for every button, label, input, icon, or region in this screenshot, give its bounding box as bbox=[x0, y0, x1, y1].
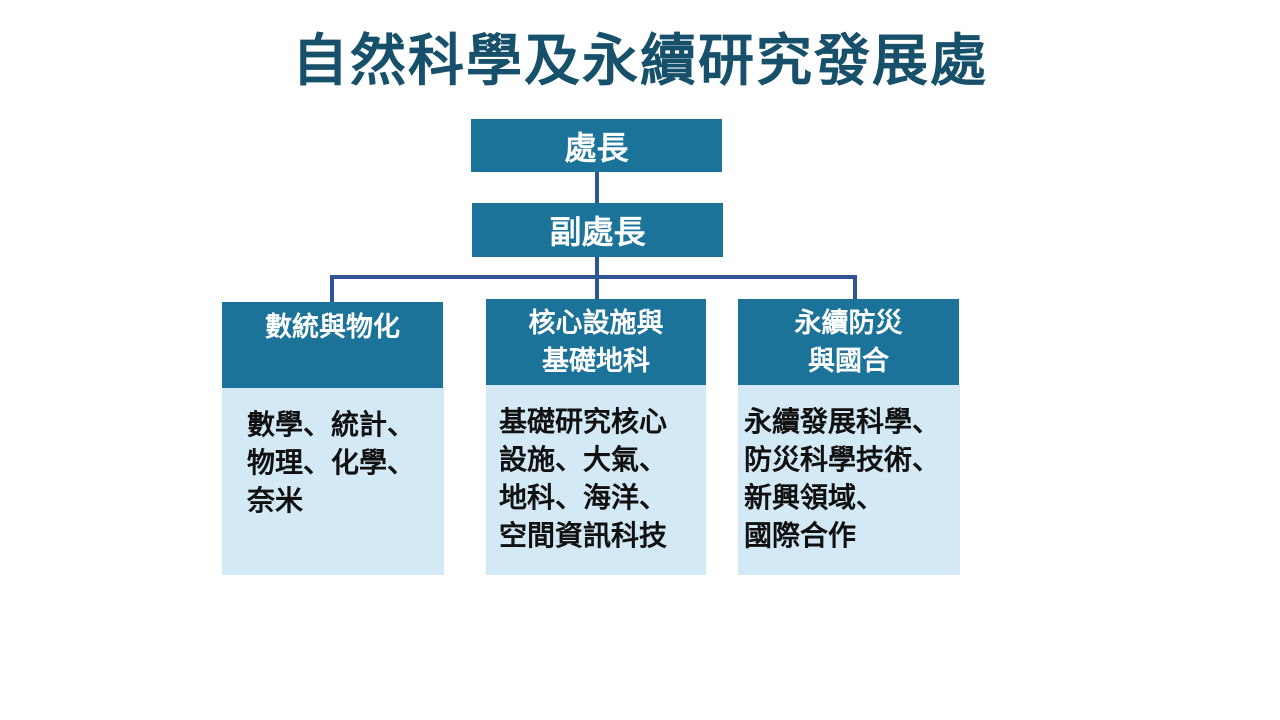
page-title: 自然科學及永續研究發展處 bbox=[292, 29, 988, 92]
scope-line: 設施、大氣、 bbox=[499, 444, 668, 475]
unit-name-line: 基礎地科 bbox=[542, 346, 650, 376]
scope-line: 地科、海洋、 bbox=[499, 482, 668, 513]
director-label: 處長 bbox=[564, 129, 629, 166]
deputy-director-box: 副處長 bbox=[472, 203, 723, 257]
scope-line: 新興領域、 bbox=[744, 482, 885, 513]
unit-header-math-physics: 數統與物化 bbox=[222, 302, 443, 388]
unit-name-line: 與國合 bbox=[808, 346, 889, 376]
scope-line: 空間資訊科技 bbox=[499, 520, 668, 551]
unit-name-line: 數統與物化 bbox=[265, 312, 400, 342]
scope-line: 基礎研究核心 bbox=[499, 406, 668, 437]
connector-unit-3 bbox=[853, 275, 857, 299]
scope-line: 奈米 bbox=[247, 485, 304, 516]
unit-scope-sustainability: 永續發展科學、 防災科學技術、 新興領域、 國際合作 bbox=[738, 385, 960, 575]
director-box: 處長 bbox=[471, 119, 722, 172]
unit-scope-core-facilities: 基礎研究核心 設施、大氣、 地科、海洋、 空間資訊科技 bbox=[486, 385, 706, 575]
connector-director-deputy bbox=[595, 172, 599, 203]
unit-name-line: 核心設施與 bbox=[528, 308, 664, 338]
unit-header-core-facilities: 核心設施與 基礎地科 bbox=[486, 299, 706, 385]
deputy-director-label: 副處長 bbox=[549, 214, 646, 250]
connector-unit-1 bbox=[330, 275, 334, 302]
scope-line: 防災科學技術、 bbox=[744, 444, 941, 475]
scope-line: 永續發展科學、 bbox=[744, 406, 941, 437]
connector-horizontal bbox=[330, 275, 857, 279]
scope-line: 國際合作 bbox=[744, 520, 857, 551]
unit-header-sustainability: 永續防災 與國合 bbox=[738, 299, 959, 385]
unit-scope-math-physics: 數學、統計、 物理、化學、 奈米 bbox=[222, 388, 444, 575]
scope-line: 數學、統計、 bbox=[247, 409, 416, 440]
scope-line: 物理、化學、 bbox=[247, 447, 416, 478]
unit-name-line: 永續防災 bbox=[794, 308, 903, 338]
